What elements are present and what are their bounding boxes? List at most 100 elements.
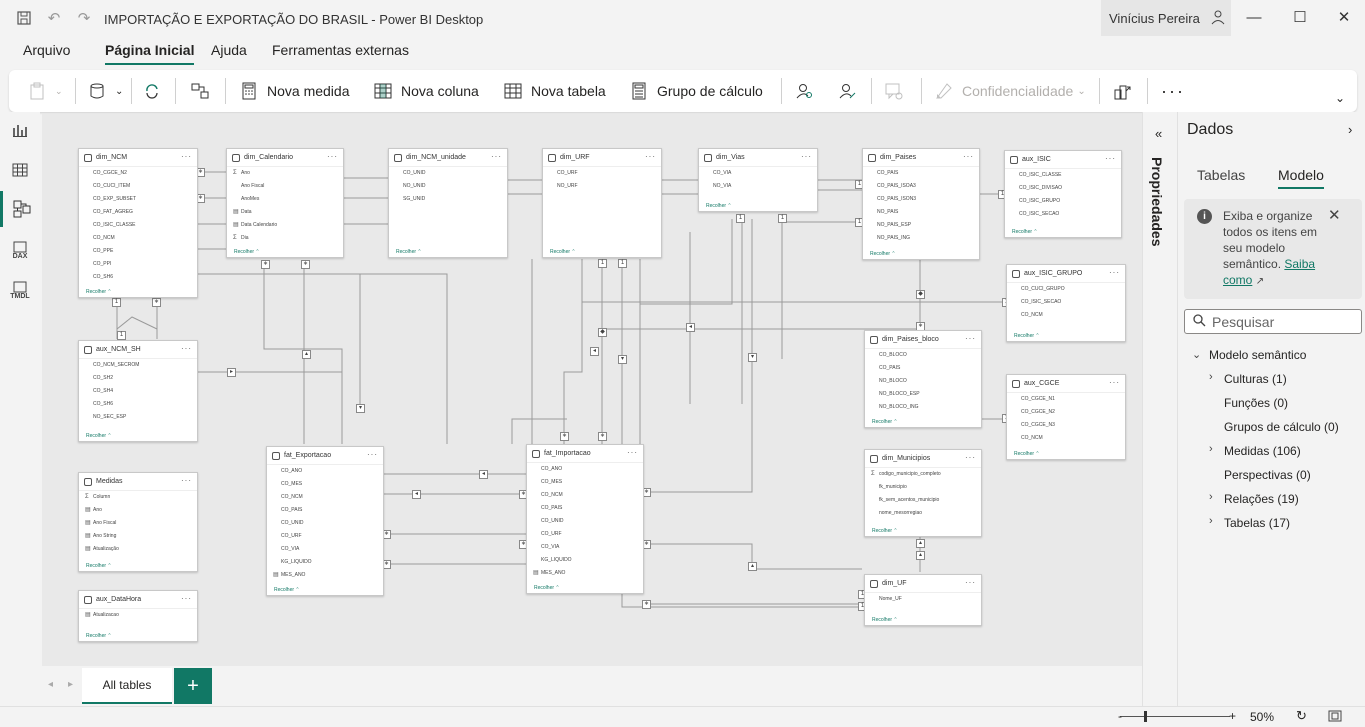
table-field[interactable]: CO_NCM xyxy=(1007,432,1125,445)
collapse-table-button[interactable]: Recolher ⌃ xyxy=(86,633,112,639)
scroll-left-icon[interactable]: ◂ xyxy=(48,679,54,690)
table-header[interactable]: fat_Importacao··· xyxy=(527,445,643,463)
table-field[interactable]: CO_ANO xyxy=(267,465,383,478)
collapse-table-button[interactable]: Recolher ⌃ xyxy=(86,563,112,569)
table-field[interactable]: NO_VIA xyxy=(699,180,817,193)
expand-properties-icon[interactable]: « xyxy=(1155,126,1163,141)
table-field[interactable]: CO_FAT_AGREG xyxy=(79,206,197,219)
table-field[interactable]: CO_EXP_SUBSET xyxy=(79,193,197,206)
ribbon-expand-chevron-icon[interactable]: ⌄ xyxy=(1335,91,1346,105)
table-field[interactable]: CO_VIA xyxy=(699,167,817,180)
table-field[interactable]: CO_BLOCO xyxy=(865,349,981,362)
user-account[interactable]: Vinícius Pereira xyxy=(1101,0,1231,36)
manage-roles-button[interactable] xyxy=(795,79,823,103)
collapse-table-button[interactable]: Recolher ⌃ xyxy=(706,203,732,209)
table-field[interactable]: CO_SH6 xyxy=(79,271,197,284)
table-field[interactable]: CO_VIA xyxy=(527,541,643,554)
zoom-slider-thumb[interactable] xyxy=(1144,711,1147,722)
table-field[interactable]: CO_URF xyxy=(267,530,383,543)
table-more-options-icon[interactable]: ··· xyxy=(491,152,502,161)
table-field[interactable]: CO_CGCE_N3 xyxy=(1007,419,1125,432)
table-field[interactable]: CO_PAIS xyxy=(267,504,383,517)
tree-item-grupos-calculo[interactable]: Grupos de cálculo (0) xyxy=(1224,420,1339,434)
table-field[interactable]: Nome_UF xyxy=(865,593,981,606)
table-header[interactable]: dim_Municipios··· xyxy=(865,450,981,468)
tree-item-medidas[interactable]: Medidas (106) xyxy=(1224,444,1301,458)
get-data-button[interactable]: ⌄ xyxy=(87,79,123,103)
table-field[interactable]: CO_SH6 xyxy=(79,398,197,411)
table-field[interactable]: CO_PAIS xyxy=(865,362,981,375)
learn-more-link[interactable]: Saiba como xyxy=(1223,257,1316,287)
table-field[interactable]: NO_BLOCO_ING xyxy=(865,401,981,414)
table-field[interactable]: CO_NCM xyxy=(527,489,643,502)
table-more-options-icon[interactable]: ··· xyxy=(645,152,656,161)
table-field[interactable]: CO_UNID xyxy=(267,517,383,530)
calculation-group-button[interactable]: Grupo de cálculo xyxy=(629,79,763,103)
table-field[interactable]: Ano Fiscal xyxy=(227,180,343,193)
table-field[interactable]: CO_NCM xyxy=(79,232,197,245)
table-header[interactable]: aux_ISIC_GRUPO··· xyxy=(1007,265,1125,283)
collapse-table-button[interactable]: Recolher ⌃ xyxy=(1014,333,1040,339)
table-field[interactable]: CO_PAIS_ISOA3 xyxy=(863,180,979,193)
table-field[interactable]: CO_ISIC_GRUPO xyxy=(1005,195,1121,208)
table-field[interactable]: fk_sem_acentos_municipio xyxy=(865,494,981,507)
reset-zoom-icon[interactable]: ↻ xyxy=(1296,708,1307,723)
table-field[interactable]: CO_PAIS xyxy=(527,502,643,515)
table-field[interactable]: CO_ISIC_SECAO xyxy=(1005,208,1121,221)
table-field[interactable]: CO_PAIS xyxy=(863,167,979,180)
tmdl-view-icon[interactable]: TMDL xyxy=(0,272,40,308)
collapse-table-button[interactable]: Recolher ⌃ xyxy=(870,251,896,257)
tab-tabelas[interactable]: Tabelas xyxy=(1197,167,1246,183)
table-header[interactable]: aux_DataHora··· xyxy=(79,591,197,609)
table-field[interactable]: ▤Atualizacao xyxy=(79,609,197,622)
table-header[interactable]: dim_UF··· xyxy=(865,575,981,593)
table-field[interactable]: CO_SH4 xyxy=(79,385,197,398)
menu-ferramentas-externas[interactable]: Ferramentas externas xyxy=(272,42,409,58)
table-more-options-icon[interactable]: ··· xyxy=(801,152,812,161)
tree-root-modelo-semantico[interactable]: Modelo semântico xyxy=(1209,348,1307,362)
table-field[interactable]: CO_CGCE_N1 xyxy=(1007,393,1125,406)
table-field[interactable]: CO_VIA xyxy=(267,543,383,556)
table-field[interactable]: CO_UNID xyxy=(389,167,507,180)
table-field[interactable]: nome_mesorregiao xyxy=(865,507,981,520)
qna-setup-button[interactable] xyxy=(884,79,912,103)
save-icon[interactable] xyxy=(14,8,34,28)
table-field[interactable]: NO_SEC_ESP xyxy=(79,411,197,424)
tree-item-relacoes[interactable]: Relações (19) xyxy=(1224,492,1299,506)
table-field[interactable]: SG_UNID xyxy=(389,193,507,206)
table-field[interactable]: CO_ISIC_DIVISAO xyxy=(1005,182,1121,195)
model-view-icon[interactable] xyxy=(0,191,40,227)
table-field[interactable]: CO_PPE xyxy=(79,245,197,258)
table-more-options-icon[interactable]: ··· xyxy=(627,448,638,457)
table-field[interactable]: CO_MES xyxy=(267,478,383,491)
close-icon[interactable]: ✕ xyxy=(1337,9,1351,26)
redo-icon[interactable]: ↷ xyxy=(77,10,91,27)
maximize-icon[interactable]: ☐ xyxy=(1293,9,1307,26)
table-card[interactable]: dim_UF···Nome_UF Recolher ⌃ xyxy=(864,574,982,626)
table-header[interactable]: aux_CGCE··· xyxy=(1007,375,1125,393)
table-header[interactable]: dim_NCM··· xyxy=(79,149,197,167)
table-header[interactable]: aux_ISIC··· xyxy=(1005,151,1121,169)
new-column-button[interactable]: Nova coluna xyxy=(373,79,479,103)
table-field[interactable]: CO_URF xyxy=(543,167,661,180)
table-more-options-icon[interactable]: ··· xyxy=(181,344,192,353)
table-more-options-icon[interactable]: ··· xyxy=(367,450,378,459)
table-header[interactable]: dim_URF··· xyxy=(543,149,661,167)
paste-button[interactable]: ⌄ xyxy=(27,79,63,103)
view-as-button[interactable] xyxy=(837,79,865,103)
table-field[interactable]: ▤Data xyxy=(227,206,343,219)
table-field[interactable]: NO_BLOCO_ESP xyxy=(865,388,981,401)
collapse-table-button[interactable]: Recolher ⌃ xyxy=(872,617,898,623)
undo-icon[interactable]: ↶ xyxy=(47,10,61,27)
properties-label[interactable]: Propriedades xyxy=(1149,157,1165,247)
